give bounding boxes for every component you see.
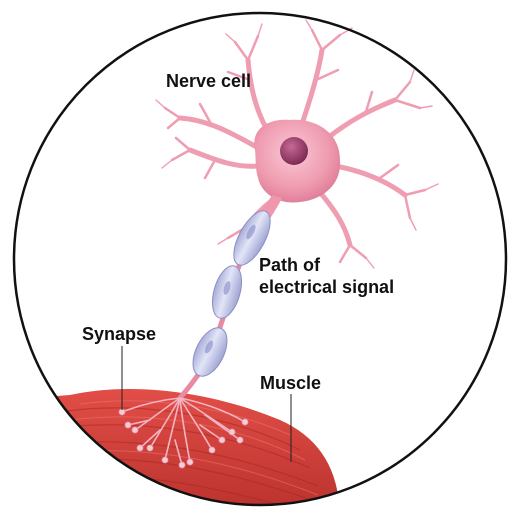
axon-terminals bbox=[121, 397, 246, 466]
muscle-label: Muscle bbox=[260, 373, 322, 393]
signal-path-label-line2: electrical signal bbox=[259, 277, 395, 297]
muscle-tissue bbox=[14, 389, 340, 505]
myelin-sheaths bbox=[192, 210, 271, 377]
synapse-label: Synapse bbox=[82, 324, 157, 344]
synaptic-terminals bbox=[118, 408, 249, 469]
nucleus bbox=[280, 137, 308, 165]
signal-path-label: Path of electrical signal bbox=[259, 254, 394, 298]
nerve-cell-label: Nerve cell bbox=[166, 71, 252, 91]
signal-path-label-line1: Path of bbox=[259, 255, 320, 275]
circle-frame bbox=[12, 11, 508, 507]
